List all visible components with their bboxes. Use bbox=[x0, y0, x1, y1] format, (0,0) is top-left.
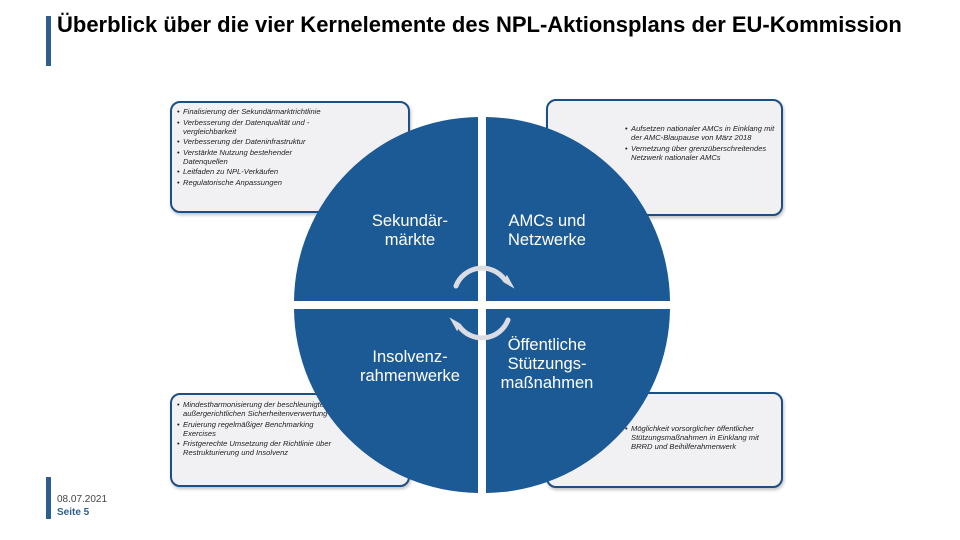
page-number: Seite 5 bbox=[57, 507, 90, 518]
bullet-list: Aufsetzen nationaler AMCs in Einklang mi… bbox=[625, 124, 775, 163]
bullet-item: Vernetzung über grenzüberschreitendes Ne… bbox=[625, 144, 775, 162]
slide-title: Überblick über die vier Kernelemente des… bbox=[57, 12, 902, 37]
cycle-arrows-icon bbox=[449, 265, 515, 341]
quadrant-top-right bbox=[486, 117, 670, 301]
bullet-list: Möglichkeit vorsorglicher öffentlicher S… bbox=[625, 424, 775, 453]
bullet-list: Finalisierung der Sekundärmarktrichtlini… bbox=[177, 107, 327, 188]
quadrant-label-insolvenz: Insolvenz-rahmenwerke bbox=[360, 348, 460, 385]
quadrant-label-sekundaermaerkte: Sekundär-märkte bbox=[371, 212, 449, 249]
bullet-item: Möglichkeit vorsorglicher öffentlicher S… bbox=[625, 424, 775, 451]
bullet-item: Leitfaden zu NPL-Verkäufen bbox=[177, 167, 327, 176]
bullet-item: Mindestharmonisierung der beschleunigten… bbox=[177, 400, 337, 418]
quadrant-bottom-left bbox=[294, 309, 478, 493]
bullet-item: Eruierung regelmäßiger Benchmarking Exer… bbox=[177, 420, 337, 438]
bullet-item: Fristgerechte Umsetzung der Richtlinie ü… bbox=[177, 439, 337, 457]
footer-accent-bar bbox=[46, 477, 51, 519]
quadrant-top-left bbox=[294, 117, 478, 301]
quadrant-bottom-right bbox=[486, 309, 670, 493]
bullet-item: Verbesserung der Dateninfrastruktur bbox=[177, 137, 327, 146]
bullet-item: Verstärkte Nutzung bestehender Datenquel… bbox=[177, 148, 327, 166]
title-accent-bar bbox=[46, 16, 51, 66]
bullet-item: Verbesserung der Datenqualität und -verg… bbox=[177, 118, 327, 136]
bullet-item: Regulatorische Anpassungen bbox=[177, 178, 327, 187]
footer-date: 08.07.2021 bbox=[57, 494, 108, 505]
bullet-item: Finalisierung der Sekundärmarktrichtlini… bbox=[177, 107, 327, 116]
bullet-list: Mindestharmonisierung der beschleunigten… bbox=[177, 400, 337, 459]
bullet-item: Aufsetzen nationaler AMCs in Einklang mi… bbox=[625, 124, 775, 142]
